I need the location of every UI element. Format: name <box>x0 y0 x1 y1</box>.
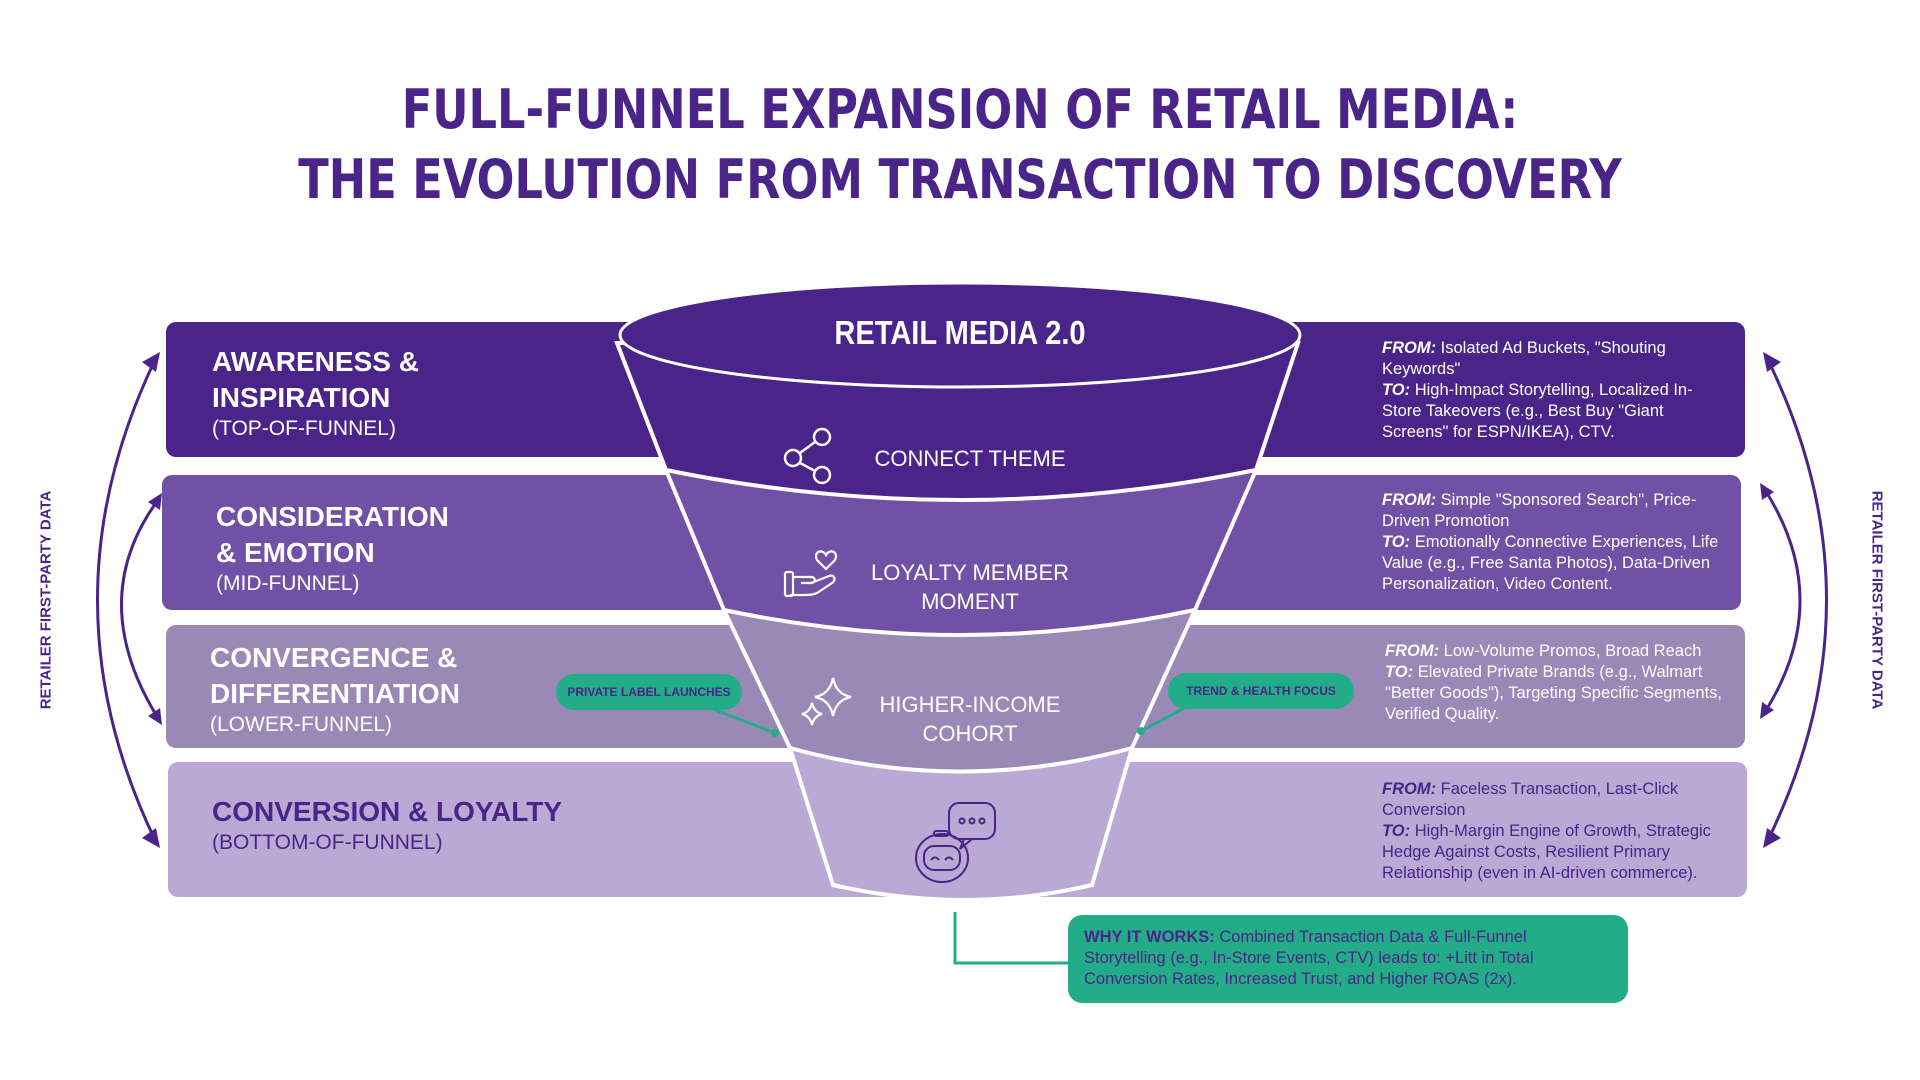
row-1-subtitle: (TOP-OF-FUNNEL) <box>212 417 396 440</box>
arrowhead-left-outer-bottom <box>142 828 160 848</box>
callout-trend-health: TREND & HEALTH FOCUS <box>1168 673 1354 709</box>
arrowhead-right-inner-top <box>1760 483 1774 500</box>
right-side-label: RETAILER FIRST-PARTY DATA <box>1868 490 1886 710</box>
funnel-stage-1 <box>614 341 1301 502</box>
stage-2-line-1: LOYALTY MEMBER <box>870 560 1070 585</box>
row-4-to-text: High-Margin Engine of Growth, Strategic … <box>1382 822 1711 882</box>
row-2-title-1: CONSIDERATION <box>216 501 449 532</box>
callout-private-label: PRIVATE LABEL LAUNCHES <box>556 674 742 710</box>
share-nodes-icon <box>783 427 832 485</box>
sparkles-icon <box>801 677 852 726</box>
row-1-title-2: INSPIRATION <box>212 382 391 413</box>
arrowhead-right-inner-bottom <box>1760 702 1774 719</box>
arrowhead-left-inner-top <box>148 493 162 510</box>
why-text: Combined Transaction Data & Full-Funnel … <box>1084 928 1534 988</box>
row-4-subtitle: (BOTTOM-OF-FUNNEL) <box>212 831 443 854</box>
stage-3-label: HIGHER-INCOME COHORT <box>850 690 1090 748</box>
hand-heart-icon <box>783 550 838 598</box>
funnel-title: RETAIL MEDIA 2.0 <box>834 314 1086 351</box>
row-3-subtitle: (LOWER-FUNNEL) <box>210 713 392 736</box>
row-1-title-1: AWARENESS & <box>212 346 419 377</box>
title-line-2: THE EVOLUTION FROM TRANSACTION TO DISCOV… <box>298 148 1622 211</box>
row-2-from-label: FROM: <box>1382 491 1437 509</box>
callout-right-dot <box>1137 727 1145 735</box>
arrowhead-right-outer-top <box>1763 352 1781 372</box>
left-side-label: RETAILER FIRST-PARTY DATA <box>37 490 55 710</box>
stage-3-line-1: HIGHER-INCOME <box>879 692 1061 717</box>
row-4-to-label: TO: <box>1382 822 1411 840</box>
row-2-title-2: & EMOTION <box>216 537 375 568</box>
funnel-top-ellipse <box>618 281 1302 389</box>
why-connector <box>953 912 1068 965</box>
stage-1-label: CONNECT THEME <box>874 446 1066 471</box>
row-1-from-text: Isolated Ad Buckets, "Shouting Keywords" <box>1382 339 1666 378</box>
stage-2-label: LOYALTY MEMBER MOMENT <box>840 558 1100 616</box>
stage-3-line-2: COHORT <box>922 721 1018 746</box>
arrowhead-left-outer-top <box>142 352 160 372</box>
row-1-description: FROM: Isolated Ad Buckets, "Shouting Key… <box>1382 338 1732 443</box>
row-1-to-label: TO: <box>1382 381 1411 399</box>
why-it-works-box: WHY IT WORKS: Combined Transaction Data … <box>1068 915 1628 1003</box>
row-3-label: CONVERGENCE & DIFFERENTIATION (LOWER-FUN… <box>210 640 460 738</box>
row-4-label: CONVERSION & LOYALTY (BOTTOM-OF-FUNNEL) <box>212 794 562 856</box>
row-1-to-text: High-Impact Storytelling, Localized In-S… <box>1382 381 1693 441</box>
row-3-from-label: FROM: <box>1385 642 1440 660</box>
row-3-title-2: DIFFERENTIATION <box>210 678 460 709</box>
right-data-arrows <box>1763 359 1828 841</box>
row-2-description: FROM: Simple "Sponsored Search", Price-D… <box>1382 490 1732 595</box>
row-1-from-label: FROM: <box>1382 339 1437 357</box>
row-1-label: AWARENESS & INSPIRATION (TOP-OF-FUNNEL) <box>212 344 419 442</box>
row-4-from-text: Faceless Transaction, Last-Click Convers… <box>1382 780 1679 819</box>
row-2-to-text: Emotionally Connective Experiences, Life… <box>1382 533 1719 593</box>
row-3-to-text: Elevated Private Brands (e.g., Walmart "… <box>1385 663 1722 723</box>
chatbot-icon <box>915 802 996 883</box>
row-2-label: CONSIDERATION & EMOTION (MID-FUNNEL) <box>216 499 449 597</box>
funnel-stage-3 <box>720 608 1199 774</box>
row-3-from-text: Low-Volume Promos, Broad Reach <box>1443 642 1702 660</box>
row-4-from-label: FROM: <box>1382 780 1437 798</box>
row-4-description: FROM: Faceless Transaction, Last-Click C… <box>1382 779 1732 884</box>
row-2-to-label: TO: <box>1382 533 1411 551</box>
left-data-arrows <box>96 359 160 841</box>
why-label: WHY IT WORKS: <box>1084 928 1215 946</box>
row-4-title-1: CONVERSION & LOYALTY <box>212 796 563 827</box>
row-2-from-text: Simple "Sponsored Search", Price-Driven … <box>1382 491 1697 530</box>
row-2-subtitle: (MID-FUNNEL) <box>216 572 360 595</box>
arrowhead-left-inner-bottom <box>148 708 162 725</box>
row-3-to-label: TO: <box>1385 663 1414 681</box>
stage-2-line-2: MOMENT <box>921 589 1019 614</box>
row-3-title-1: CONVERGENCE & <box>210 642 458 673</box>
callout-left-dot <box>771 729 779 737</box>
arrowhead-right-outer-bottom <box>1763 828 1781 848</box>
title-line-1: FULL-FUNNEL EXPANSION OF RETAIL MEDIA: <box>401 78 1519 141</box>
row-3-description: FROM: Low-Volume Promos, Broad Reach TO:… <box>1385 641 1735 725</box>
